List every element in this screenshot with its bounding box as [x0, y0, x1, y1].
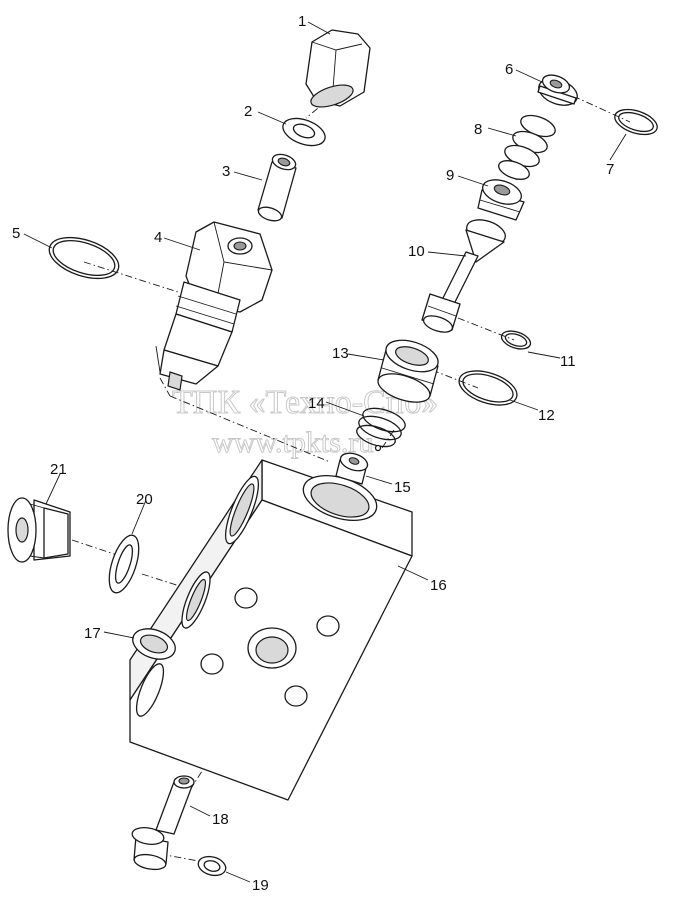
callout-6: 6 — [505, 61, 513, 78]
callout-20: 20 — [136, 491, 153, 508]
part-7-ring — [614, 108, 658, 136]
part-10-stem — [421, 219, 506, 333]
callout-18: 18 — [212, 811, 229, 828]
part-11-small-ring — [500, 330, 532, 350]
part-1-hex-cap — [305, 29, 371, 108]
part-6-cap-nut — [537, 74, 578, 106]
callout-11: 11 — [560, 353, 576, 370]
part-12-o-ring — [458, 370, 518, 406]
callout-labels: 1 2 3 4 5 6 7 8 9 10 11 12 13 14 15 16 1… — [12, 13, 614, 894]
callout-5: 5 — [12, 225, 20, 242]
leader-lines — [23, 21, 627, 883]
part-20-washer — [108, 534, 140, 594]
part-14-spring-coil — [356, 407, 406, 452]
callout-14: 14 — [308, 395, 325, 412]
part-18-banjo-bolt — [131, 775, 195, 871]
callout-17: 17 — [84, 625, 101, 642]
callout-9: 9 — [446, 167, 454, 184]
callout-16: 16 — [430, 577, 447, 594]
callout-10: 10 — [408, 243, 425, 260]
part-8-spring — [498, 114, 556, 180]
part-13-bushing — [377, 339, 439, 403]
part-4-housing — [155, 221, 273, 391]
callout-3: 3 — [222, 163, 230, 180]
callout-15: 15 — [394, 479, 411, 496]
callout-8: 8 — [474, 121, 482, 138]
part-17-flange-ring — [132, 628, 176, 660]
part-19-washer — [197, 855, 227, 877]
part-21-plug-fitting — [7, 497, 71, 563]
callout-7: 7 — [606, 161, 614, 178]
part-9-valve-seat — [477, 179, 525, 221]
part-2-washer — [282, 117, 326, 147]
callout-21: 21 — [50, 461, 67, 478]
part-3-sleeve — [257, 153, 297, 222]
callout-2: 2 — [244, 103, 252, 120]
callout-12: 12 — [538, 407, 555, 424]
part-15-plug — [335, 452, 369, 485]
callout-1: 1 — [298, 13, 306, 30]
part-16-valve-block — [129, 459, 413, 801]
callout-19: 19 — [252, 877, 269, 894]
callout-4: 4 — [154, 229, 162, 246]
callout-13: 13 — [332, 345, 349, 362]
part-5-o-ring — [48, 236, 120, 280]
